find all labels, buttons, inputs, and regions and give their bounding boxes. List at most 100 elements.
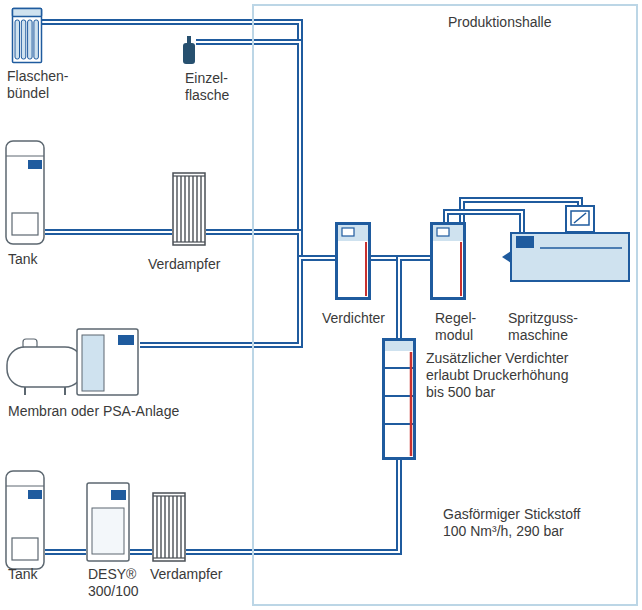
icon-part [385,341,413,351]
gas-pipe [45,549,86,555]
caption: Einzel- flasche [185,70,240,104]
icon-part [337,224,370,299]
pipe-group [186,460,399,552]
caption: Tank [8,566,68,583]
desy-unit: DESY® 300/100 [86,482,130,562]
pipe-core [399,258,430,338]
icon [335,222,371,300]
icon [86,482,130,562]
icon-part [28,160,42,169]
gas-pipe [186,460,399,552]
icon-part [384,340,415,459]
caption: Zusätzlicher Verdichter erlaubt Druckerh… [426,350,576,401]
caption: Verdampfer [150,566,240,583]
caption: Spritzguss- maschine [508,310,590,344]
icon-part [28,20,32,59]
pipe-group [206,232,335,258]
icon-part [7,347,83,387]
icon-part [338,225,368,241]
icon-part [192,176,193,242]
icon-part [176,496,177,558]
icon [430,222,466,300]
icon-part [12,538,38,560]
icon-part [173,173,205,245]
caption: Flaschen- bündel [7,68,77,102]
pipe-core [42,22,335,258]
icon-part [432,224,465,299]
icon-part [118,335,134,345]
icon-part [153,493,185,561]
icon-part [13,9,42,63]
icon-part [28,490,42,499]
gas-pipe [399,258,430,338]
pipe-group [42,22,335,258]
gas-pipe [206,232,335,258]
icon [5,325,140,397]
icon-part [184,176,185,242]
icon-part [160,496,161,558]
icon-part [187,36,191,44]
icon [12,8,42,63]
tank: Tank [5,470,45,570]
vaporizer: Verdampfer [172,172,206,246]
caption: Tank [8,251,68,268]
icon-part [384,367,414,369]
pipe-core [45,551,86,553]
pipe-group [130,552,152,553]
pipe-group [45,552,86,553]
icon-part [180,176,181,242]
caption: Regel- modul [435,310,485,344]
icon-part [6,471,44,569]
icon-part [77,329,138,395]
caption: DESY® 300/100 [88,566,144,600]
icon-part [437,228,449,236]
icon [5,470,45,570]
icon-part [511,233,629,281]
icon-part [6,486,44,487]
gas-pipe [42,22,335,258]
icon-part [172,496,173,558]
icon-part [176,176,177,242]
compressor: Verdichter [335,222,371,300]
icon-part [196,176,197,242]
icon-part [188,176,189,242]
pipe-core [206,232,335,258]
gas-pipe [45,229,172,235]
icon-part [168,496,169,558]
icon-part [540,247,622,249]
icon-part [173,175,205,176]
icon-part [92,508,124,554]
icon-part [200,176,201,242]
single-bottle: Einzel- flasche [182,36,196,64]
pipe-group [399,258,430,338]
icon [5,140,45,245]
icon-part [64,387,66,395]
label-holder: Gasförmiger Stickstoff 100 Nm³/h, 290 ba… [443,506,603,540]
icon-part [502,251,511,263]
vaporizer: Verdampfer [152,492,186,562]
icon [152,492,186,562]
icon-part [87,483,129,561]
icon-part [516,236,534,248]
pipe-core [130,551,152,553]
caption: Membran oder PSA-Anlage [8,403,228,420]
icon-part [384,423,414,425]
pipe-core [45,231,172,233]
area-title: Produktionshalle [448,14,598,31]
pipe-core [186,460,399,552]
icon [172,172,206,246]
membrane-unit: Membran oder PSA-Anlage [5,325,140,397]
icon-part [173,241,205,242]
caption: Verdampfer [148,256,238,273]
icon-part [153,495,185,496]
icon-part [342,228,354,236]
icon [510,232,630,282]
control-module: Regel- modul [430,222,466,300]
bottle-bundle: Flaschen- bündel [12,8,42,63]
icon-part [410,352,413,456]
icon-part [433,225,463,241]
booster-compressor: Zusätzlicher Verdichter erlaubt Druckerh… [382,338,416,460]
icon-part [460,242,462,296]
tank: Tank [5,140,45,245]
icon-part [34,20,39,59]
